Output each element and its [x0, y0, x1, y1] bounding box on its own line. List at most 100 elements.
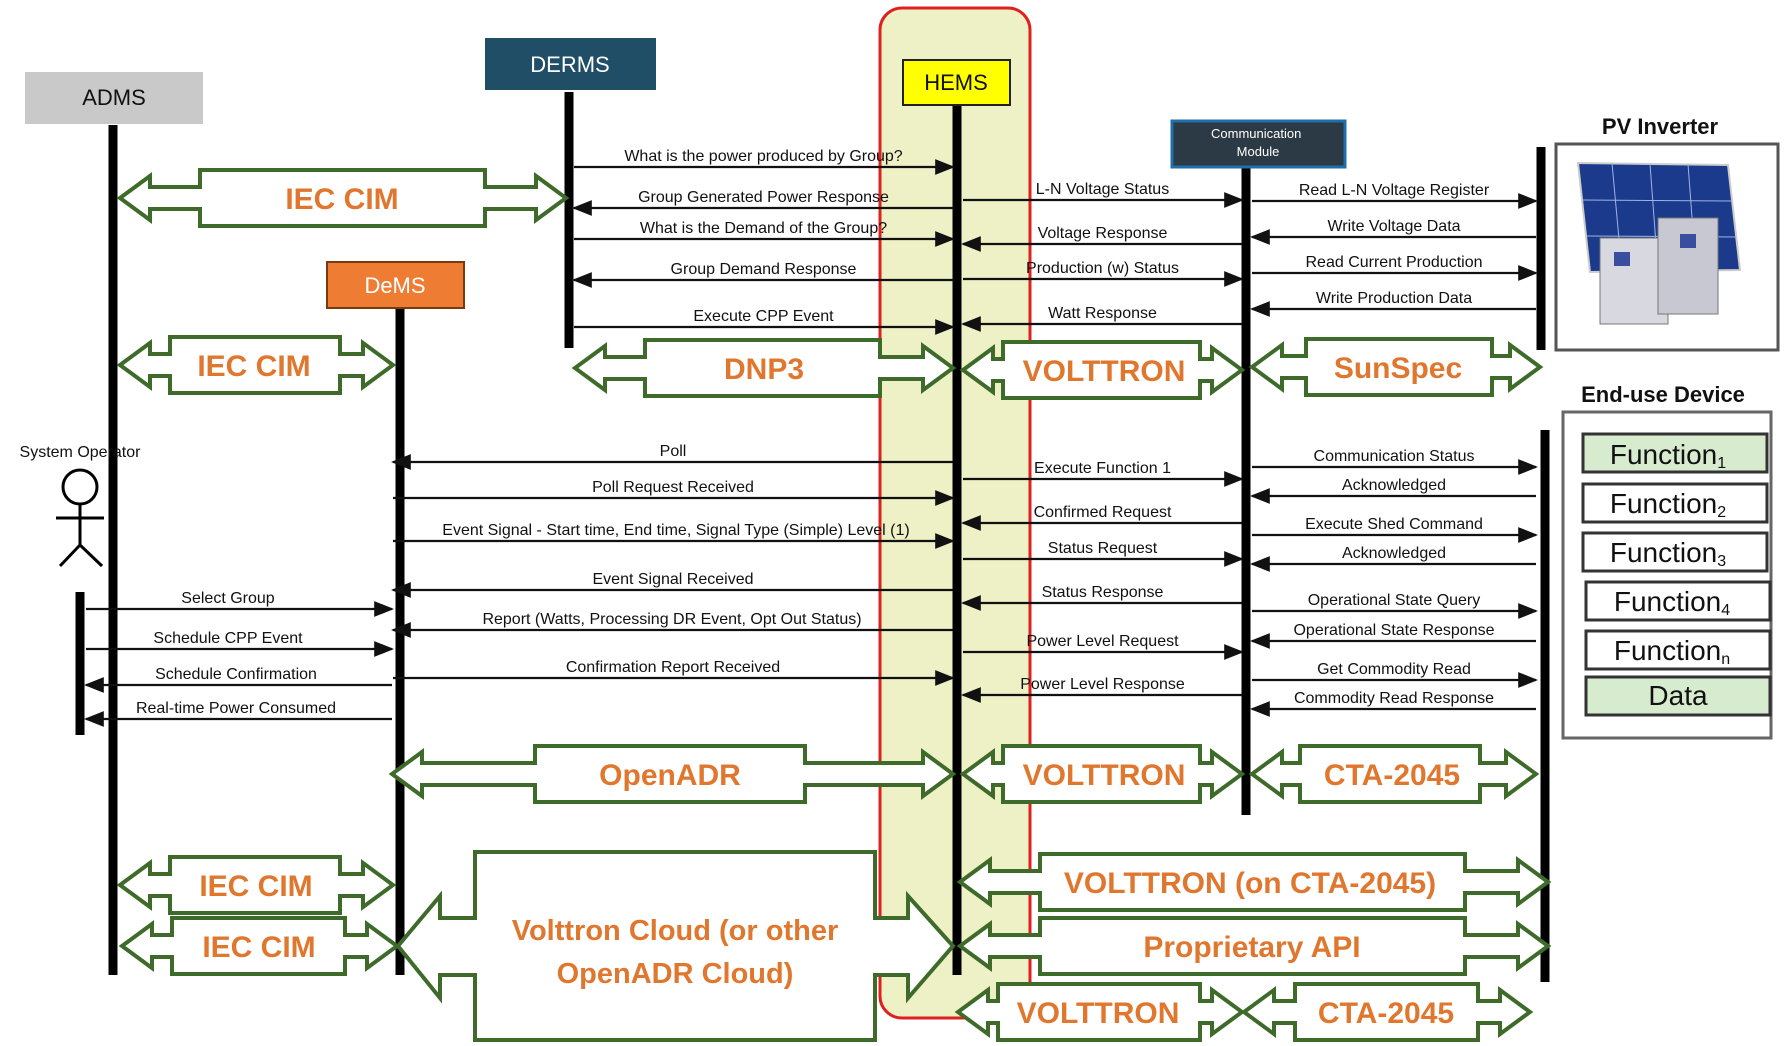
function-n-box: Functionn — [1584, 629, 1772, 671]
comm-module-label: Communication Module — [1211, 126, 1305, 159]
protocol-label: CTA-2045 — [1318, 997, 1454, 1030]
svg-text:Functionn: Functionn — [1614, 635, 1730, 668]
protocol-arrow: IEC CIM — [118, 916, 401, 976]
protocol-label: VOLTTRON (on CTA-2045) — [1064, 867, 1436, 900]
protocol-arrow: Proprietary API — [956, 916, 1552, 976]
svg-text:Function3: Function3 — [1610, 537, 1726, 570]
message: Select Group — [86, 590, 394, 617]
message-label: What is the power produced by Group? — [624, 148, 902, 165]
message: Power Level Request — [963, 633, 1244, 660]
protocol-arrow: CTA-2045 — [1240, 982, 1534, 1042]
message-label: Report (Watts, Processing DR Event, Opt … — [482, 611, 861, 628]
message: Execute CPP Event — [574, 308, 955, 335]
function-4-box: Function4 — [1584, 580, 1772, 622]
message-label: L-N Voltage Status — [1036, 181, 1169, 198]
message: Event Signal - Start time, End time, Sig… — [393, 522, 955, 549]
message-label: Select Group — [181, 590, 274, 607]
message: Read Current Production — [1252, 254, 1538, 281]
message: What is the Demand of the Group? — [574, 220, 955, 247]
protocol-label: VOLTTRON — [1023, 759, 1186, 792]
message: Real-time Power Consumed — [84, 700, 392, 727]
inverter-unit-icon — [1599, 217, 1719, 325]
message-arrows: What is the power produced by Group? Grou… — [84, 148, 1538, 727]
protocol-label: IEC CIM — [285, 183, 398, 216]
pv-inverter-title: PV Inverter — [1602, 114, 1719, 139]
protocol-label: IEC CIM — [197, 350, 310, 383]
message: L-N Voltage Status — [963, 181, 1244, 208]
message: Communication Status — [1252, 448, 1538, 475]
system-operator-actor-icon — [56, 468, 104, 568]
message: Event Signal Received — [391, 571, 953, 598]
adms-header: ADMS — [25, 72, 203, 124]
dems-header: DeMS — [326, 261, 465, 309]
message-label: Read Current Production — [1306, 254, 1483, 271]
derms-header: DERMS — [485, 38, 656, 90]
protocol-arrow: VOLTTRON — [959, 340, 1246, 400]
message: Write Production Data — [1250, 290, 1536, 317]
message: Execute Function 1 — [963, 460, 1244, 487]
derms-label: DERMS — [530, 52, 609, 77]
protocol-label: SunSpec — [1334, 352, 1462, 385]
message-label: Acknowledged — [1342, 545, 1446, 562]
pv-inverter-box — [1554, 142, 1780, 352]
message: Status Response — [961, 584, 1242, 611]
message: Operational State Query — [1252, 592, 1538, 619]
message-label: Real-time Power Consumed — [136, 700, 336, 717]
message-label: Execute CPP Event — [693, 308, 834, 325]
message: Group Generated Power Response — [572, 189, 953, 216]
message-label: Write Voltage Data — [1327, 218, 1460, 235]
message: Status Request — [963, 540, 1244, 567]
message-label: Power Level Response — [1020, 676, 1185, 693]
message-label: Production (w) Status — [1026, 260, 1179, 277]
protocol-label: VOLTTRON — [1023, 355, 1186, 388]
message-label: Group Demand Response — [671, 261, 857, 278]
message: Schedule Confirmation — [84, 666, 392, 693]
protocol-arrow: OpenADR — [388, 744, 957, 804]
message-label: Poll — [660, 443, 687, 460]
protocol-arrow: VOLTTRON — [959, 744, 1246, 804]
message-label: Power Level Request — [1026, 633, 1179, 650]
message: Get Commodity Read — [1252, 661, 1538, 688]
message: Confirmed Request — [961, 504, 1242, 531]
message-label: Watt Response — [1048, 305, 1157, 322]
message-label: Operational State Response — [1293, 622, 1494, 639]
function-2-box: Function2 — [1581, 482, 1769, 524]
message-label: Schedule Confirmation — [155, 666, 317, 683]
message-label: Acknowledged — [1342, 477, 1446, 494]
message-label: Confirmation Report Received — [566, 659, 780, 676]
message: Production (w) Status — [963, 260, 1244, 287]
protocol-label: DNP3 — [724, 353, 804, 386]
message: Poll Request Received — [393, 479, 955, 506]
message-label: Event Signal Received — [593, 571, 754, 588]
volttron-cloud-label-line2: OpenADR Cloud) — [557, 958, 794, 990]
message-label: Read L-N Voltage Register — [1299, 182, 1490, 199]
protocol-arrow: IEC CIM — [116, 335, 397, 395]
message-label: Schedule CPP Event — [153, 630, 303, 647]
message: Commodity Read Response — [1250, 690, 1536, 717]
message: Voltage Response — [961, 225, 1242, 252]
system-operator-label: System Operator — [20, 444, 142, 461]
message-label: Group Generated Power Response — [638, 189, 889, 206]
message-label: Operational State Query — [1308, 592, 1481, 609]
protocol-arrow: CTA-2045 — [1248, 744, 1540, 804]
message: Power Level Response — [961, 676, 1242, 703]
message: Operational State Response — [1250, 622, 1536, 649]
protocol-label: VOLTTRON — [1017, 997, 1180, 1030]
end-use-device-title: End-use Device — [1581, 382, 1745, 407]
protocol-arrow: VOLTTRON (on CTA-2045) — [956, 852, 1552, 912]
message: What is the power produced by Group? — [574, 148, 955, 175]
svg-text:Function1: Function1 — [1610, 439, 1726, 472]
message: Group Demand Response — [572, 261, 953, 288]
svg-text:Function4: Function4 — [1614, 586, 1730, 619]
protocol-label: OpenADR — [599, 759, 741, 792]
end-use-device-box: Function1 Function2 Function3 Function4 … — [1561, 410, 1773, 740]
comm-module-header: Communication Module — [1170, 119, 1347, 169]
protocol-arrow: SunSpec — [1248, 337, 1544, 397]
message-label: Poll Request Received — [592, 479, 754, 496]
message: Write Voltage Data — [1250, 218, 1536, 245]
message-label: Execute Function 1 — [1034, 460, 1171, 477]
message-label: Execute Shed Command — [1305, 516, 1483, 533]
message: Execute Shed Command — [1252, 516, 1538, 543]
